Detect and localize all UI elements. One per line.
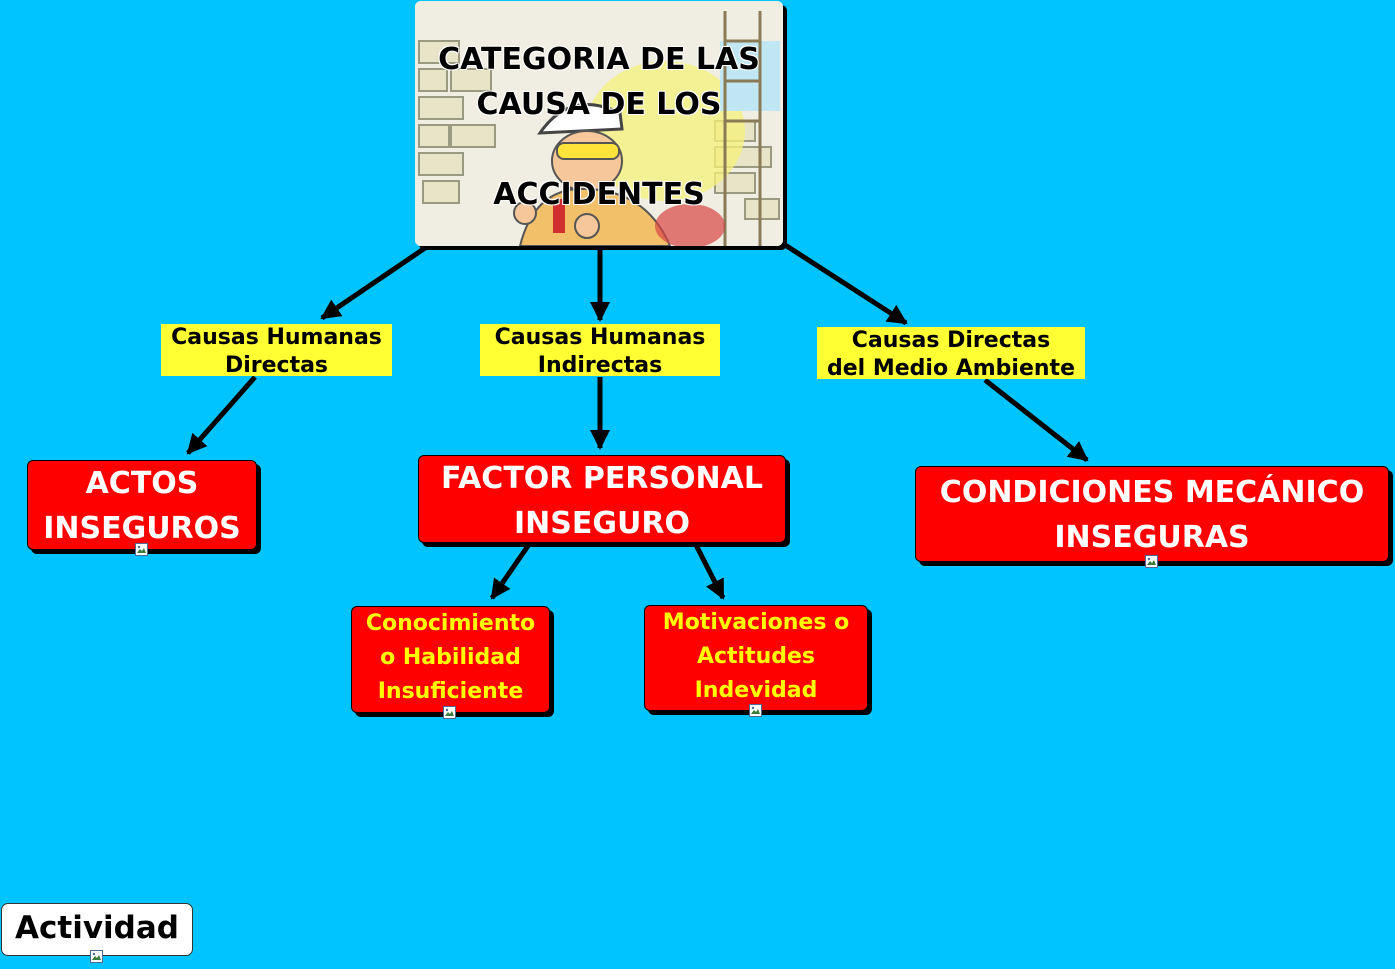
concept-line: o Habilidad <box>352 641 549 675</box>
arrow-factor-to-motivaciones <box>695 543 723 598</box>
title-spacer <box>415 127 783 172</box>
link-label-medio-ambiente[interactable]: Causas Directas del Medio Ambiente <box>817 327 1085 379</box>
activity-node[interactable]: Actividad <box>1 903 193 956</box>
link-label-line: Directas <box>161 352 392 380</box>
arrow-factor-to-conocimiento <box>492 543 530 598</box>
concept-line: Insuficiente <box>352 675 549 709</box>
concept-condiciones-inseguras[interactable]: CONDICIONES MECÁNICO INSEGURAS <box>915 466 1389 562</box>
link-label-humanas-directas[interactable]: Causas Humanas Directas <box>161 324 392 376</box>
title-text: CATEGORIA DE LAS CAUSA DE LOS ACCIDENTES <box>415 37 783 217</box>
title-line-1: CATEGORIA DE LAS <box>415 37 783 82</box>
title-node[interactable]: CATEGORIA DE LAS CAUSA DE LOS ACCIDENTES <box>415 1 783 246</box>
arrow-title-to-humanas-directas <box>322 246 428 318</box>
arrow-medio-ambiente-to-condiciones <box>985 380 1087 460</box>
title-line-2: CAUSA DE LOS <box>415 82 783 127</box>
image-resource-icon[interactable] <box>1145 555 1158 568</box>
concept-line: CONDICIONES MECÁNICO <box>916 470 1388 515</box>
link-label-line: del Medio Ambiente <box>817 355 1085 383</box>
arrow-humanas-directas-to-actos <box>188 377 255 453</box>
concept-conocimiento-habilidad[interactable]: Conocimiento o Habilidad Insuficiente <box>351 606 550 713</box>
concept-line: FACTOR PERSONAL <box>419 456 785 501</box>
title-line-3: ACCIDENTES <box>415 172 783 217</box>
link-label-line: Causas Humanas <box>161 324 392 352</box>
image-resource-icon[interactable] <box>749 704 762 717</box>
concept-line: INSEGURAS <box>916 515 1388 560</box>
link-label-line: Indirectas <box>480 352 720 380</box>
concept-motivaciones-actitudes[interactable]: Motivaciones o Actitudes Indevidad <box>644 605 868 711</box>
concept-line: Indevidad <box>645 674 867 708</box>
concept-line: Conocimiento <box>352 607 549 641</box>
concept-factor-personal-inseguro[interactable]: FACTOR PERSONAL INSEGURO <box>418 455 786 543</box>
concept-line: ACTOS <box>28 461 256 506</box>
link-label-line: Causas Directas <box>817 327 1085 355</box>
image-resource-icon[interactable] <box>135 543 148 556</box>
concept-line: Actitudes <box>645 640 867 674</box>
concept-line: Motivaciones o <box>645 606 867 640</box>
arrow-title-to-medio-ambiente <box>782 243 906 323</box>
image-resource-icon[interactable] <box>443 706 456 719</box>
image-resource-icon[interactable] <box>90 950 103 963</box>
link-label-humanas-indirectas[interactable]: Causas Humanas Indirectas <box>480 324 720 376</box>
concept-line: INSEGURO <box>419 501 785 546</box>
link-label-line: Causas Humanas <box>480 324 720 352</box>
concept-actos-inseguros[interactable]: ACTOS INSEGUROS <box>27 460 257 550</box>
